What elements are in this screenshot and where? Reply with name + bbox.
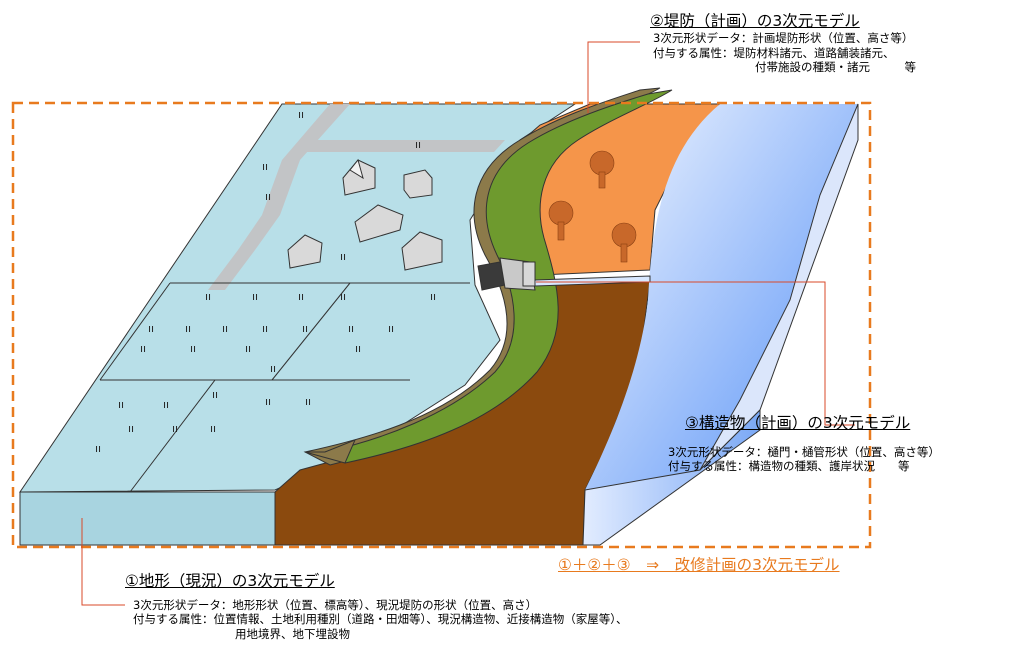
field-mark: ıı [262, 160, 268, 173]
river-front [582, 408, 761, 546]
field-mark: ıı [348, 322, 354, 335]
field-mark: ıı [252, 290, 258, 303]
structure-title: ③構造物（計画）の3次元モデル [685, 414, 911, 432]
terrain-label: ①地形（現況）の3次元モデル [125, 572, 335, 591]
summary-label: ①＋②＋③ ⇒ 改修計画の3次元モデル [558, 556, 840, 574]
house [403, 169, 433, 199]
river-side [699, 103, 859, 471]
field-mark: ıı [298, 108, 304, 121]
levee-line-3: 付帯施設の種類・諸元 等 [755, 60, 916, 75]
field-dividers [99, 282, 470, 493]
field-mark: ıı [262, 322, 268, 335]
tree [589, 150, 615, 189]
field-mark: ıı [265, 190, 271, 203]
terrain-title: ①地形（現況）の3次元モデル [125, 572, 335, 590]
tree [548, 200, 574, 241]
levee-line-2: 付与する属性：堤防材料諸元、道路舗装諸元、 [653, 45, 895, 60]
field-mark: ıı [95, 442, 101, 455]
field-mark: ıı [340, 250, 346, 263]
river-surface [585, 104, 858, 520]
field-mark: ıı [210, 422, 216, 435]
terrain-line-2: 付与する属性：位置情報、土地利用種別（道路・田畑等）、現況構造物、近接構造物（家… [133, 612, 628, 627]
terrain-line-1: 3次元形状データ：地形形状（位置、標高等）、現況堤防の形状（位置、高さ） [133, 598, 538, 612]
house [401, 231, 443, 271]
field-mark: ıı [172, 422, 178, 435]
field-mark: ıı [270, 362, 276, 375]
field-mark: ıı [148, 322, 154, 335]
terrain-line-3: 用地境界、地下埋設物 [235, 626, 350, 641]
field-mark: ıı [340, 290, 346, 303]
house [354, 204, 404, 243]
field-mark: ıı [222, 322, 228, 335]
house [287, 234, 323, 269]
road [208, 104, 350, 290]
field-mark: ıı [430, 290, 436, 303]
tree [611, 222, 637, 263]
model-frame [11, 101, 872, 549]
levee-title: ②堤防（計画）の3次元モデル [650, 12, 860, 30]
terrain-front [19, 491, 276, 546]
field-mark: ıı [298, 290, 304, 303]
structure-line-1: 3次元形状データ：樋門・樋管形状（位置、高さ等） [668, 445, 940, 459]
field-mark: ıı [140, 342, 146, 355]
levee-label: ②堤防（計画）の3次元モデル 3次元形状データ：計画堤防形状（位置、高さ等） 付… [650, 12, 916, 75]
field-mark: ıı [212, 388, 218, 401]
leader-structure [536, 281, 855, 426]
field-mark: ıı [163, 398, 169, 411]
leader-terrain [81, 518, 125, 606]
field-mark: ıı [355, 342, 361, 355]
terrain-details: 3次元形状データ：地形形状（位置、標高等）、現況堤防の形状（位置、高さ） 付与す… [133, 598, 628, 641]
field-mark: ıı [245, 342, 251, 355]
field-mark: ıı [118, 398, 124, 411]
structure-line-2: 付与する属性：構造物の種類、護岸状況 等 [668, 459, 910, 474]
field-mark: ıı [190, 342, 196, 355]
field-mark: ıı [302, 322, 308, 335]
levee-end [304, 439, 356, 464]
road [305, 140, 505, 152]
structure-details: 3次元形状データ：樋門・樋管形状（位置、高さ等） 付与する属性：構造物の種類、護… [668, 445, 940, 474]
field-mark: ıı [415, 138, 421, 151]
field-mark: ıı [185, 322, 191, 335]
levee-line-1: 3次元形状データ：計画堤防形状（位置、高さ等） [653, 31, 914, 46]
field-mark: ıı [205, 290, 211, 303]
sluice-gate [477, 257, 651, 291]
structure-label: ③構造物（計画）の3次元モデル [685, 414, 910, 433]
levee-crown [323, 89, 673, 464]
field-mark: ıı [265, 395, 271, 408]
house [342, 158, 376, 196]
leader-levee [587, 41, 640, 113]
field-mark: ıı [305, 395, 311, 408]
field-mark: ıı [128, 422, 134, 435]
field-mark: ıı [388, 322, 394, 335]
